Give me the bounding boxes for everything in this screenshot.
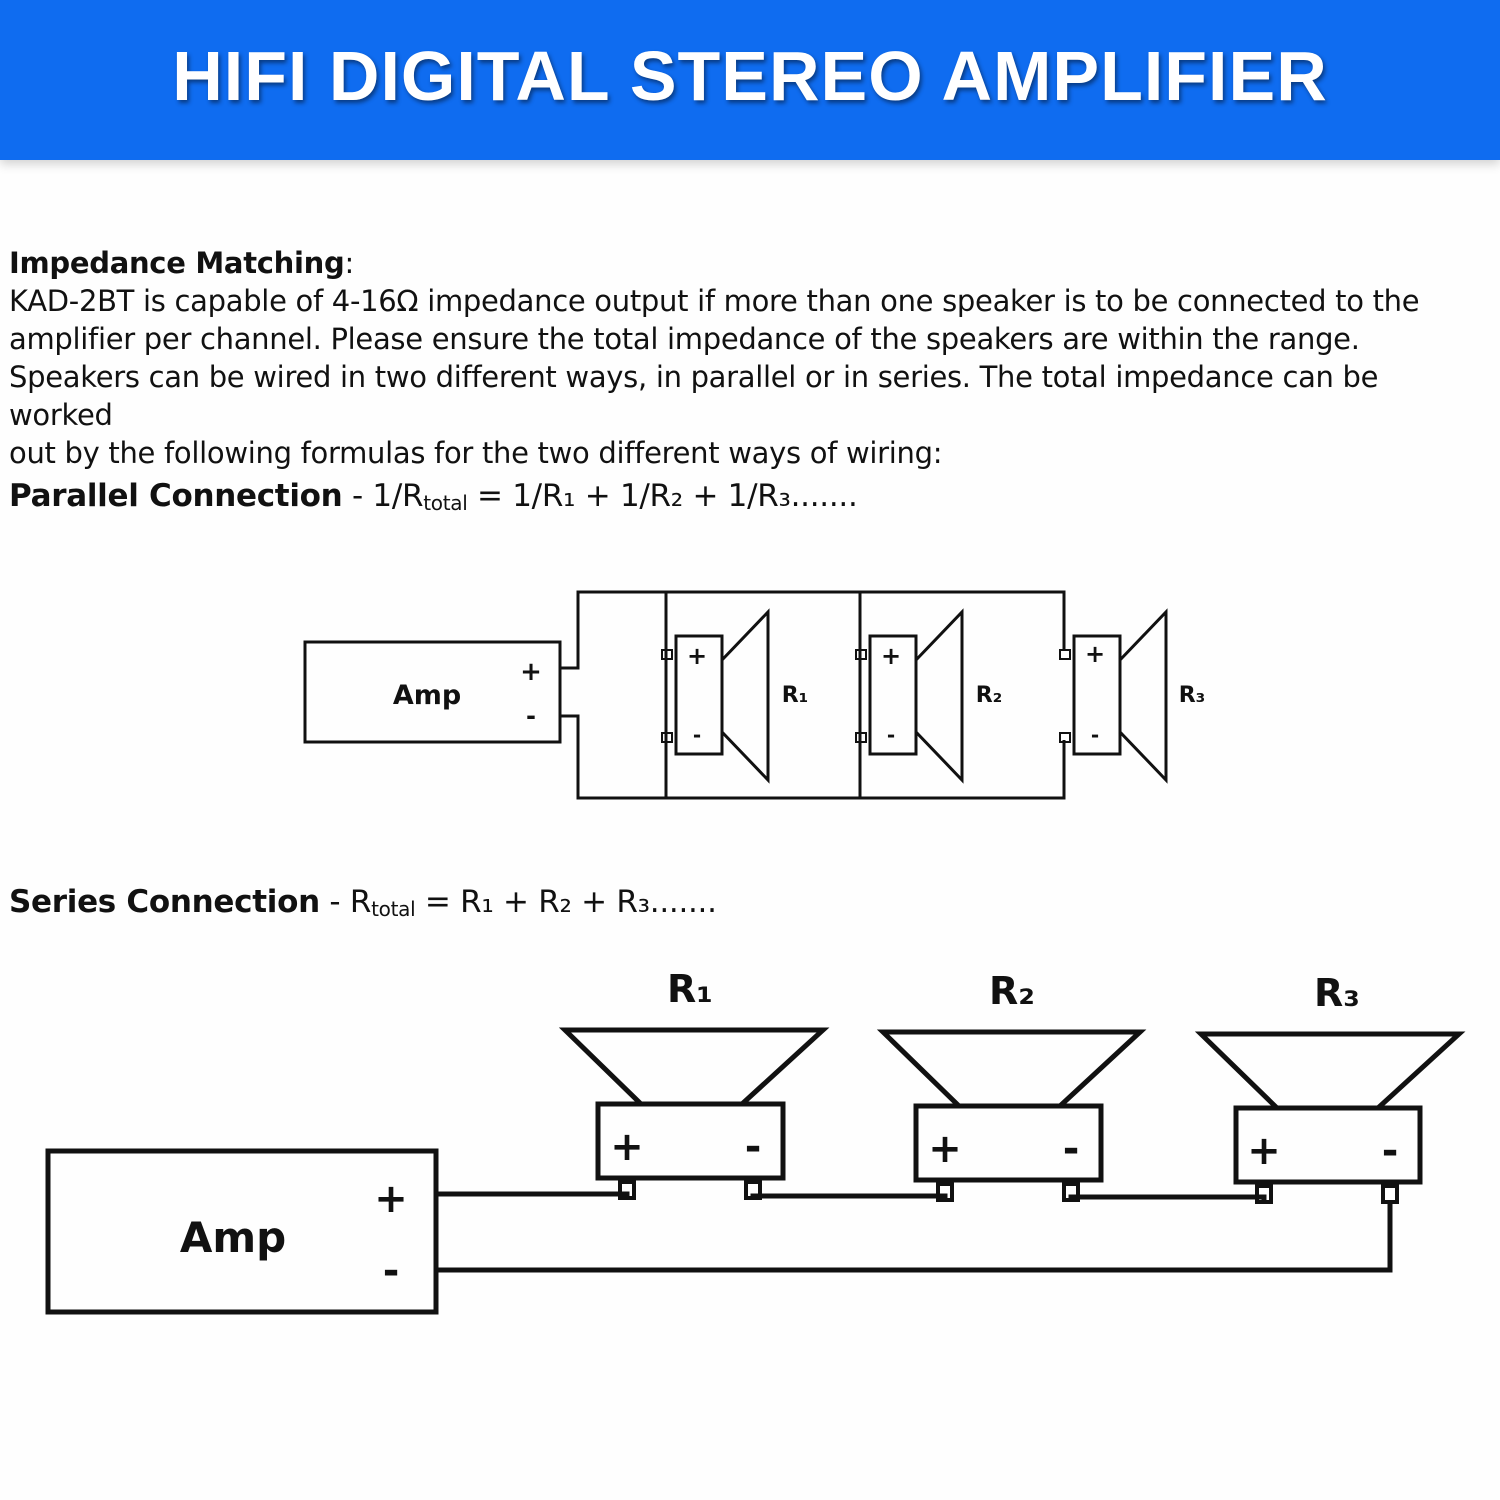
parallel-formula-b: = 1/R₁ + 1/R₂ + 1/R₃....... [467, 478, 858, 514]
intro-line-4: out by the following formulas for the tw… [9, 436, 943, 470]
series-formula-b: = R₁ + R₂ + R₃....... [415, 884, 717, 920]
parallel-negative-bus [560, 714, 1066, 800]
page-title: HIFI DIGITAL STEREO AMPLIFIER [172, 37, 1328, 115]
intro-heading-line: Impedance Matching: [9, 244, 1489, 282]
parallel-speaker-3-plus: + [1085, 640, 1105, 668]
intro-paragraph: Impedance Matching: KAD-2BT is capable o… [9, 244, 1489, 472]
series-speaker-1-cone [558, 1027, 830, 1107]
parallel-speaker-3 [1059, 608, 1168, 784]
parallel-formula-a: 1/R [372, 478, 424, 514]
series-speaker-1-plus: + [610, 1124, 644, 1170]
series-speaker-2-plus: + [928, 1126, 962, 1172]
parallel-speaker-2-terminal-plus [855, 649, 867, 660]
parallel-formula: Parallel Connection - 1/Rtotal = 1/R₁ + … [9, 476, 858, 523]
parallel-speaker-1-cone [720, 608, 770, 784]
parallel-amp-plus: + [520, 657, 542, 687]
parallel-amp-minus: - [526, 702, 536, 730]
series-wire-return [436, 1202, 1393, 1273]
parallel-speaker-2-terminal-minus [855, 732, 867, 743]
series-amp-box [45, 1148, 439, 1315]
series-amp-plus: + [374, 1176, 408, 1222]
parallel-speaker-3-minus: - [1091, 723, 1099, 747]
intro-heading-colon: : [344, 246, 354, 280]
series-formula-sub: total [371, 897, 416, 921]
series-speaker-2 [876, 1029, 1147, 1202]
parallel-formula-sub: total [423, 491, 468, 515]
series-speaker-3-terminal-minus [1381, 1184, 1399, 1204]
series-dash: - [319, 884, 350, 920]
header-banner: HIFI DIGITAL STEREO AMPLIFIER [0, 0, 1500, 160]
series-speaker-3 [1194, 1031, 1466, 1204]
intro-line-1: KAD-2BT is capable of 4-16Ω impedance ou… [9, 284, 1420, 318]
parallel-positive-bus [560, 590, 1066, 670]
series-speaker-3-label: R₃ [1314, 971, 1360, 1015]
parallel-speaker-3-terminal-minus [1059, 732, 1071, 743]
series-amp-label: Amp [180, 1213, 286, 1262]
series-wire-amp-to-r1 [436, 1191, 630, 1198]
series-speaker-2-magnet [913, 1103, 1104, 1183]
series-speaker-3-minus: - [1382, 1128, 1399, 1174]
parallel-speaker-3-cone [1118, 608, 1168, 784]
parallel-speaker-2-minus: - [887, 723, 895, 747]
series-wire-r1-to-r2 [750, 1193, 948, 1200]
parallel-dash: - [342, 478, 373, 514]
series-speaker-3-magnet [1233, 1105, 1423, 1185]
intro-line-3: Speakers can be wired in two different w… [9, 360, 1379, 432]
parallel-speaker-1 [661, 608, 770, 784]
series-label: Series Connection [9, 884, 320, 920]
parallel-label: Parallel Connection [9, 478, 343, 514]
intro-line-2: amplifier per channel. Please ensure the… [9, 322, 1360, 356]
parallel-speaker-1-plus: + [687, 642, 707, 670]
parallel-speaker-2-plus: + [881, 642, 901, 670]
series-wire-r2-to-r3 [1068, 1194, 1267, 1202]
parallel-diagram [303, 590, 1168, 800]
parallel-amp-label: Amp [393, 680, 461, 711]
parallel-speaker-1-terminal-plus [661, 649, 673, 660]
series-speaker-1 [558, 1027, 830, 1200]
parallel-speaker-2-label: R₂ [976, 683, 1003, 708]
parallel-speaker-1-terminal-minus [661, 732, 673, 743]
series-speaker-2-cone [876, 1029, 1147, 1109]
series-speaker-3-cone [1194, 1031, 1466, 1111]
series-speaker-3-plus: + [1247, 1128, 1281, 1174]
series-amp-minus: - [383, 1248, 400, 1294]
intro-heading: Impedance Matching [9, 246, 345, 280]
parallel-speaker-3-terminal-plus [1059, 649, 1071, 660]
parallel-speaker-3-label: R₃ [1179, 683, 1206, 708]
series-speaker-1-minus: - [745, 1124, 762, 1170]
series-speaker-1-label: R₁ [667, 967, 713, 1011]
parallel-speaker-1-label: R₁ [782, 683, 809, 708]
series-diagram [45, 1027, 1466, 1315]
series-speaker-2-minus: - [1063, 1126, 1080, 1172]
series-speaker-1-magnet [595, 1101, 786, 1181]
parallel-amp-box [303, 640, 562, 744]
parallel-speaker-2-cone [914, 608, 964, 784]
series-formula: Series Connection - Rtotal = R₁ + R₂ + R… [9, 882, 717, 929]
series-speaker-2-label: R₂ [989, 969, 1035, 1013]
parallel-speaker-2 [855, 608, 964, 784]
series-formula-a: R [349, 884, 372, 920]
parallel-speaker-1-minus: - [693, 723, 701, 747]
